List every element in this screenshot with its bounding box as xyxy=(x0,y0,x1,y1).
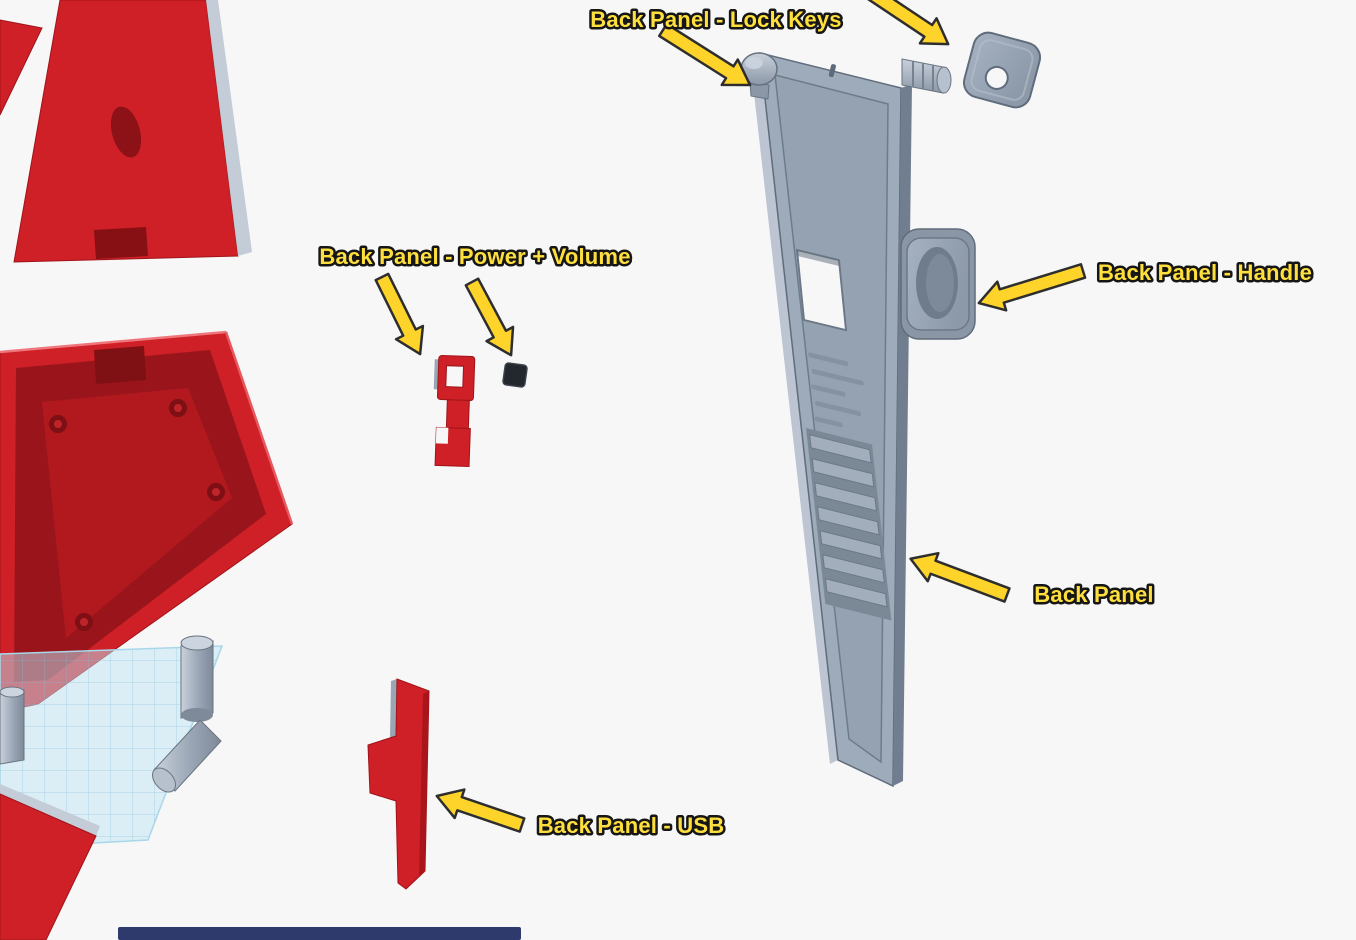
bracket-foot-notch xyxy=(435,427,449,444)
key-hole xyxy=(984,65,1009,90)
arrow-icon-lock-keys-left xyxy=(658,22,752,87)
back-panel-part[interactable] xyxy=(750,52,912,788)
workplane-grid xyxy=(0,645,224,849)
power-volume-bracket-part[interactable] xyxy=(431,355,476,468)
lock-cylinder-ridges xyxy=(912,61,934,91)
keycap-face xyxy=(502,362,528,388)
arrow-icon-back-panel xyxy=(909,551,1011,603)
body-rim-highlight xyxy=(0,330,227,354)
red-case-body-part[interactable] xyxy=(0,330,294,713)
arrow-icon-usb xyxy=(435,788,526,833)
bottom-slab-face xyxy=(0,793,97,940)
label-back-panel: Back Panel xyxy=(1034,582,1153,607)
bracket-hole xyxy=(445,365,465,388)
lock-key-part[interactable] xyxy=(961,29,1044,110)
body-port-notch xyxy=(94,346,146,384)
pin-vertical-cap xyxy=(180,635,214,651)
label-usb: Back Panel - USB xyxy=(538,813,725,838)
pin-vertical-base xyxy=(181,708,213,722)
lid-recess-hole xyxy=(110,106,142,158)
panel-square-cutout xyxy=(795,248,848,332)
lock-pin-part[interactable] xyxy=(740,52,778,100)
panel-left-edge xyxy=(750,53,838,764)
usb-gray-edge xyxy=(390,679,397,738)
key-head-bevel xyxy=(970,39,1034,101)
pin-small-body xyxy=(0,689,25,765)
red-case-bottom-part[interactable] xyxy=(0,784,100,940)
body-floor xyxy=(42,388,232,638)
handle-part[interactable] xyxy=(900,228,976,340)
lock-cylinder-cap xyxy=(936,66,952,94)
bottom-slab-edge xyxy=(0,784,100,836)
arrow-icon-lock-keys-right xyxy=(864,0,950,46)
arrow-icon-power-keycap xyxy=(464,277,515,357)
lid-sliver xyxy=(0,19,43,116)
pin-small-cap xyxy=(0,686,25,698)
label-lock-keys: Back Panel - Lock Keys xyxy=(590,7,841,32)
panel-top-slot xyxy=(828,64,836,78)
lid-thickness-edge xyxy=(206,0,252,256)
red-case-lid-part[interactable] xyxy=(0,0,252,263)
blue-slab-edge-part[interactable] xyxy=(118,927,521,940)
panel-vent-louvers xyxy=(806,428,892,621)
lid-notch xyxy=(94,227,148,259)
hinge-pins-part[interactable] xyxy=(0,635,222,796)
handle-recess-inner xyxy=(926,254,954,312)
label-power-volume: Back Panel - Power + Volume xyxy=(319,244,630,269)
lock-cylinder-part[interactable] xyxy=(901,58,952,94)
label-handle: Back Panel - Handle xyxy=(1098,260,1312,285)
screw-posts xyxy=(49,399,225,631)
body-rim-highlight-right xyxy=(224,331,294,525)
pin-diagonal-cap xyxy=(151,767,177,793)
usb-shade xyxy=(419,691,429,877)
pin-vertical-body xyxy=(180,640,214,719)
arrow-icon-power-bracket xyxy=(374,272,425,356)
bracket-stem xyxy=(445,399,470,429)
lock-pin-highlight xyxy=(745,57,763,69)
annotation-arrows xyxy=(374,0,1087,833)
power-button-keycap-part[interactable] xyxy=(502,362,528,388)
usb-cover-part[interactable] xyxy=(367,678,430,890)
arrow-icon-handle xyxy=(977,263,1087,312)
